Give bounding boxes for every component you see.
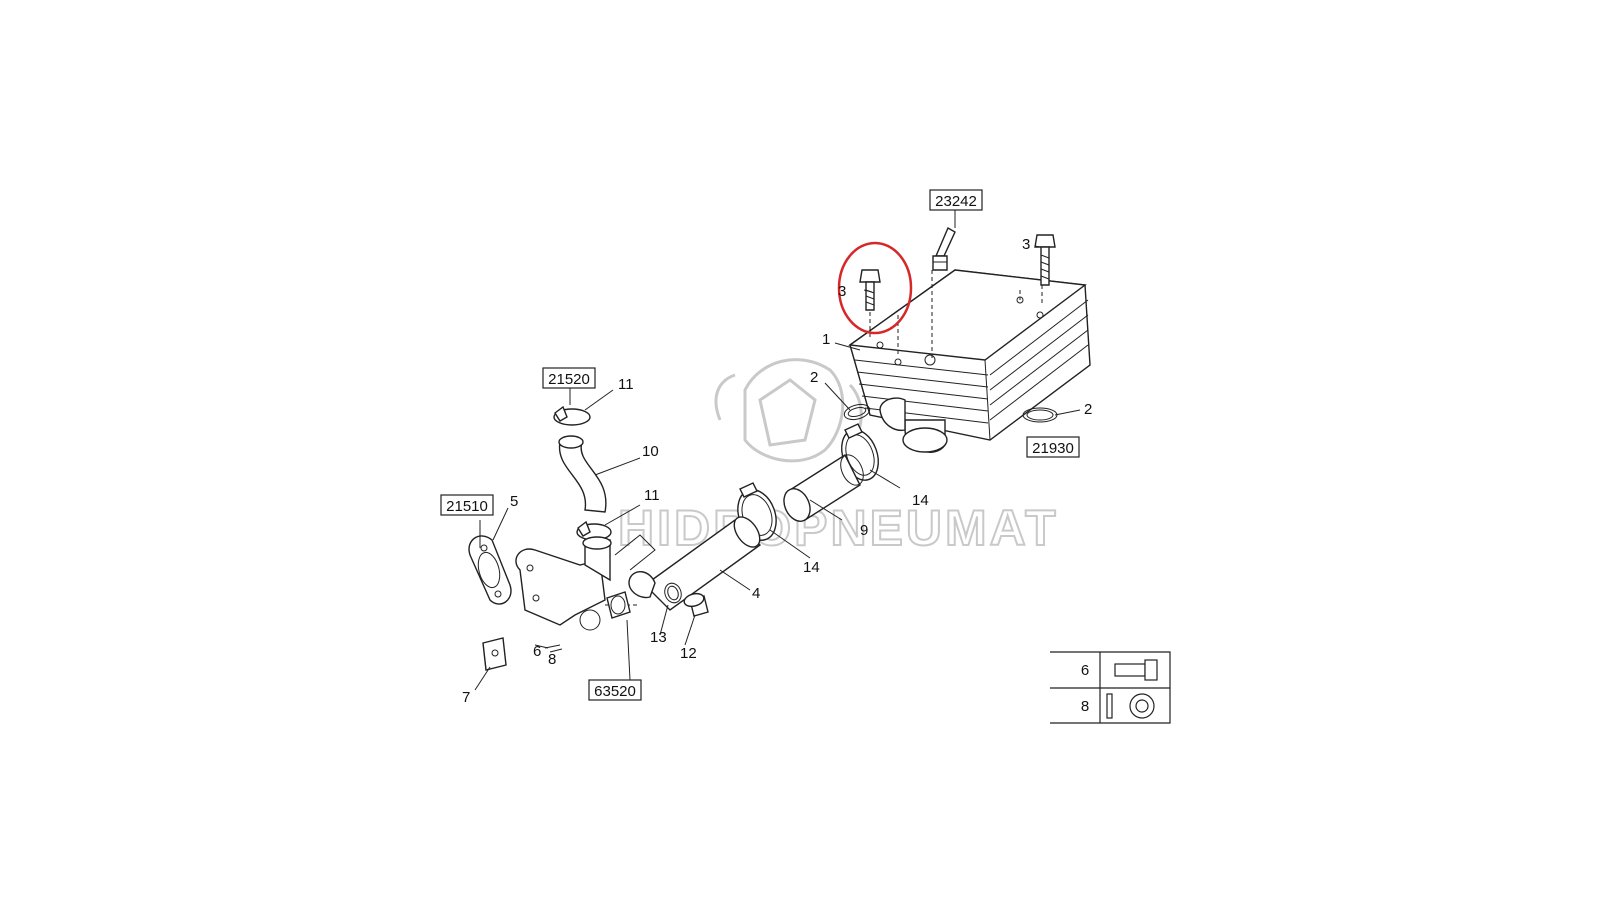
legend-number-6: 6	[1081, 662, 1089, 679]
callout-11-upper: 11	[618, 376, 634, 393]
ref-box-21520: 21520	[542, 367, 596, 389]
callout-13: 13	[650, 629, 667, 646]
callout-7: 7	[462, 689, 470, 706]
callout-1: 1	[822, 331, 830, 348]
svg-text:23242: 23242	[935, 193, 977, 210]
callout-12: 12	[680, 645, 697, 662]
pipe-fitting-23242	[932, 227, 956, 271]
highlight-circle	[837, 241, 913, 335]
oil-cooler-part-1	[848, 269, 1091, 453]
plug-part-12	[683, 592, 709, 617]
callout-3-right: 3	[1022, 236, 1030, 253]
svg-text:21520: 21520	[548, 371, 590, 388]
washer-part-13	[664, 582, 682, 604]
callout-3-left: 3	[838, 283, 846, 300]
watermark-logo-icon	[714, 358, 863, 463]
pipe-part-4	[628, 516, 762, 611]
watermark: HIDROPNEUMAT	[617, 358, 1059, 557]
ref-box-21510: 21510	[440, 494, 494, 516]
callout-14-lower: 14	[803, 559, 820, 576]
o-ring-part-2-left	[843, 403, 871, 421]
callout-10: 10	[642, 443, 659, 460]
legend-number-8: 8	[1081, 698, 1089, 715]
callout-2-right: 2	[1084, 401, 1092, 418]
o-ring-part-2-right	[1022, 407, 1058, 423]
ref-box-23242: 23242	[929, 189, 983, 211]
ref-box-21930: 21930	[1026, 436, 1080, 458]
bolt-part-3-right	[1034, 234, 1056, 286]
callout-9: 9	[860, 522, 868, 539]
callout-labels: 1 2 2 2 3 3 4 5 6 7 8 9 10 11 11 12 13 1…	[462, 236, 1092, 706]
gasket-part-5	[468, 535, 512, 605]
ref-box-63520: 63520	[588, 679, 642, 701]
bracket-part-7	[482, 637, 507, 671]
manifold-part-63520	[515, 534, 656, 631]
hose-clamp-part-11-upper	[553, 405, 591, 426]
svg-text:63520: 63520	[594, 683, 636, 700]
callout-8: 8	[548, 651, 556, 668]
hose-clamp-part-11-lower	[576, 520, 612, 541]
hose-part-9	[783, 453, 864, 522]
callout-6: 6	[533, 643, 541, 660]
bolt-part-3-left	[859, 269, 881, 311]
legend-table: 6 8	[1050, 651, 1171, 724]
callout-4: 4	[752, 585, 760, 602]
leader-lines	[474, 210, 1081, 691]
svg-text:21510: 21510	[446, 498, 488, 515]
svg-text:21930: 21930	[1032, 440, 1074, 457]
washer-icon	[1106, 693, 1155, 719]
callout-2-left: 2	[810, 369, 818, 386]
callout-14-upper: 14	[912, 492, 929, 509]
adapter-part-63520	[606, 591, 631, 619]
watermark-text: HIDROPNEUMAT	[618, 500, 1059, 556]
callout-11-lower: 11	[644, 487, 660, 504]
callout-5: 5	[510, 493, 518, 510]
bolt-icon	[1114, 659, 1158, 681]
bent-hose-part-10	[558, 435, 607, 513]
